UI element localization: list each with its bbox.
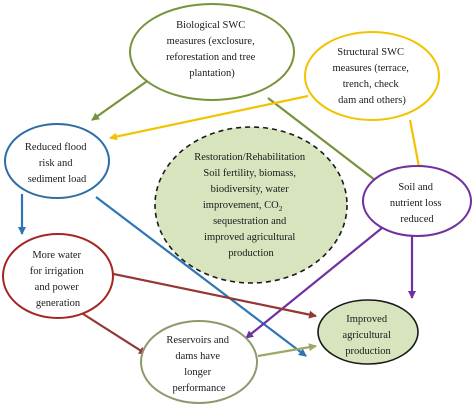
node-structural-line-3: trench, check [343, 79, 400, 90]
node-biological-line-1: Biological SWC [176, 20, 245, 31]
node-water-line-1: More water [32, 250, 81, 261]
node-center-line-1: Restoration/Rehabilitation [194, 152, 306, 163]
arrow-structural-to-flood [109, 94, 309, 141]
arrow-flood-to-reservoirs [95, 196, 307, 357]
node-soil-line-1: Soil and [398, 182, 433, 193]
arrow-biological-to-soil [267, 97, 389, 191]
node-restoration-center: Restoration/Rehabilitation Soil fertilit… [154, 126, 348, 284]
node-center-line-2: Soil fertility, biomass, [203, 168, 296, 179]
node-more-water: More water for irrigation and power gene… [2, 233, 114, 319]
arrow-structural-to-soil [408, 119, 423, 173]
node-improved-line-2: agricultural [342, 330, 390, 341]
node-biological-label: Biological SWC measures (exclosure, refo… [166, 20, 258, 79]
node-structural-shape [304, 31, 440, 121]
node-biological-shape [129, 3, 295, 101]
node-center-line-5: sequestration and [213, 216, 287, 227]
node-water-label: More water for irrigation and power gene… [30, 250, 87, 309]
node-center-shape [154, 126, 348, 284]
node-center-co2-subscript: 2 [279, 204, 283, 213]
node-water-shape [2, 233, 114, 319]
node-reduced-flood: Reduced flood risk and sediment load [4, 123, 110, 199]
node-reservoirs-line-2: dams have [175, 351, 220, 362]
node-biological-line-2: measures (exclosure, [167, 36, 255, 47]
node-center-label: Restoration/Rehabilitation Soil fertilit… [194, 152, 307, 259]
node-water-line-4: generation [36, 298, 81, 309]
node-reservoirs-line-1: Reservoirs and [166, 335, 229, 346]
arrow-water-to-improved [103, 270, 317, 319]
node-reservoirs: Reservoirs and dams have longer performa… [140, 320, 258, 404]
node-reservoirs-shape [140, 320, 258, 404]
arrows [18, 71, 423, 358]
node-water-line-3: and power [35, 282, 80, 293]
node-center-line-4: improvement, CO [203, 200, 279, 211]
node-water-line-2: for irrigation [30, 266, 85, 277]
node-flood-line-2: risk and [39, 158, 73, 169]
node-flood-shape [4, 123, 110, 199]
node-reservoirs-label: Reservoirs and dams have longer performa… [166, 335, 231, 394]
node-improved-label: Improved agricultural production [342, 314, 393, 357]
node-biological-swc: Biological SWC measures (exclosure, refo… [129, 3, 295, 101]
node-flood-line-1: Reduced flood [25, 142, 87, 153]
node-improved-shape [317, 299, 419, 365]
arrow-water-to-reservoirs [79, 311, 147, 355]
node-flood-line-3: sediment load [28, 174, 87, 185]
node-structural-line-1: Structural SWC [337, 47, 404, 58]
node-structural-line-4: dam and others) [338, 95, 406, 106]
node-soil-shape [362, 165, 472, 237]
node-soil-nutrient: Soil and nutrient loss reduced [362, 165, 472, 237]
node-center-line-3: biodiversity, water [211, 184, 290, 195]
node-center-line-7: production [228, 248, 274, 259]
node-reservoirs-line-3: longer [184, 367, 211, 378]
node-soil-line-3: reduced [400, 214, 434, 225]
arrow-soil-to-reservoirs [245, 227, 383, 339]
node-improved-line-3: production [345, 346, 391, 357]
node-structural-line-2: measures (terrace, [333, 63, 409, 74]
arrow-reservoirs-to-improved [257, 343, 317, 358]
node-soil-label: Soil and nutrient loss reduced [390, 182, 444, 225]
node-improved-production: Improved agricultural production [317, 299, 419, 365]
node-biological-line-4: plantation) [189, 68, 235, 79]
node-structural-swc: Structural SWC measures (terrace, trench… [304, 31, 440, 121]
node-structural-label: Structural SWC measures (terrace, trench… [333, 47, 412, 106]
node-biological-line-3: reforestation and tree [166, 52, 256, 63]
node-flood-label: Reduced flood risk and sediment load [25, 142, 89, 185]
node-center-line-6: improved agricultural [204, 232, 295, 243]
node-soil-line-2: nutrient loss [390, 198, 442, 209]
node-improved-line-1: Improved [346, 314, 388, 325]
node-reservoirs-line-4: performance [172, 383, 225, 394]
